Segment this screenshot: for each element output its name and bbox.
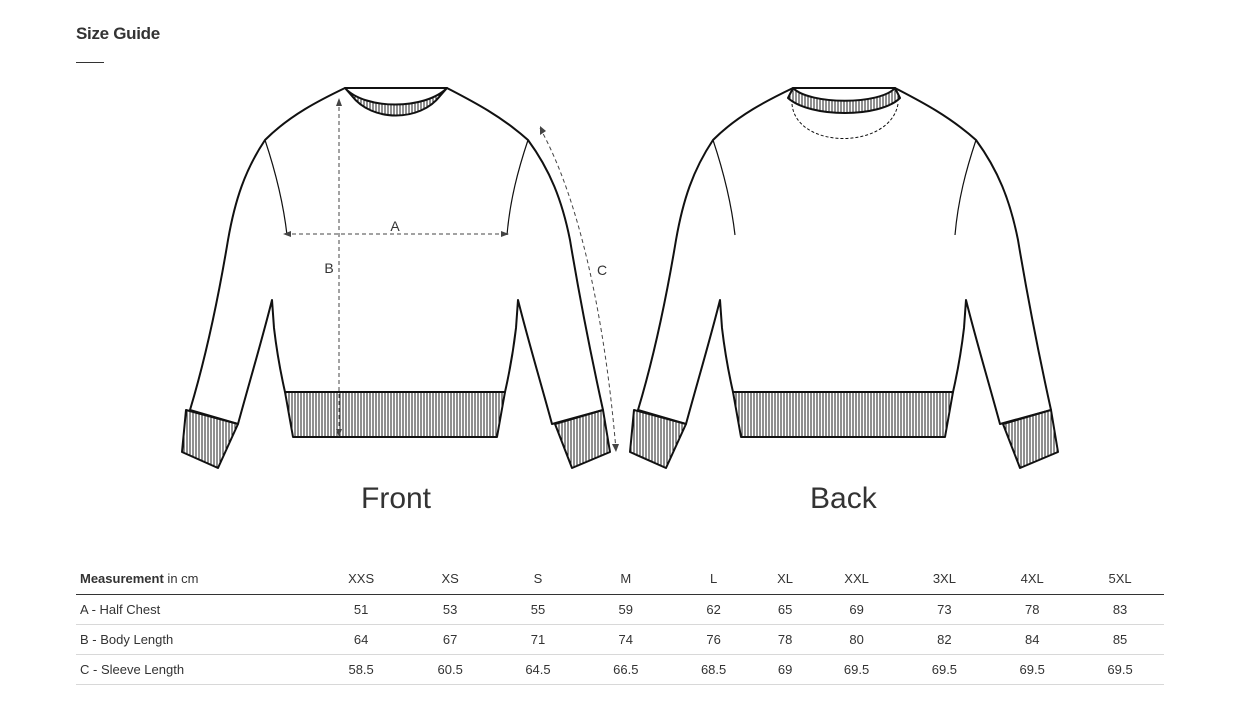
table-cell: 73 (900, 594, 989, 625)
measurement-header-label: Measurement (80, 571, 164, 587)
measurement-header: Measurement in cm (76, 564, 316, 595)
table-cell: 85 (1076, 624, 1164, 655)
page-title: Size Guide (76, 24, 160, 43)
table-cell: 83 (1076, 594, 1164, 625)
sweatshirt-back (629, 87, 1059, 469)
measurement-header-unit: in cm (163, 571, 199, 587)
dimension-arrows (283, 98, 619, 452)
table-cell: 71 (494, 624, 582, 655)
size-header: 3XL (900, 564, 989, 595)
table-cell: 51 (316, 594, 407, 625)
table-cell: 69.5 (988, 654, 1077, 685)
size-table: Measurement in cm XXS XS S M L XL XXL 3X… (76, 564, 1164, 685)
table-cell: 69.5 (900, 654, 989, 685)
size-header: XXL (812, 564, 901, 595)
table-cell: 60.5 (406, 654, 495, 685)
size-header: 5XL (1076, 564, 1164, 595)
size-header: 4XL (988, 564, 1077, 595)
table-cell: 76 (669, 624, 758, 655)
table-cell: 68.5 (669, 654, 758, 685)
table-cell: 66.5 (581, 654, 670, 685)
row-label: B - Body Length (76, 624, 316, 655)
table-cell: 69 (757, 654, 813, 685)
table-cell: 53 (406, 594, 495, 625)
size-header: XXS (316, 564, 407, 595)
table-header-row: Measurement in cm XXS XS S M L XL XXL 3X… (76, 564, 1164, 595)
row-label: C - Sleeve Length (76, 654, 316, 685)
table-cell: 69.5 (812, 654, 901, 685)
row-label: A - Half Chest (76, 594, 316, 625)
table-row: B - Body Length 64 67 71 74 76 78 80 82 … (76, 624, 1164, 655)
dimension-label-b: B (324, 260, 333, 276)
size-header: L (669, 564, 758, 595)
size-header: XL (757, 564, 813, 595)
table-cell: 78 (757, 624, 813, 655)
dimension-label-a: A (390, 218, 400, 234)
table-row: C - Sleeve Length 58.5 60.5 64.5 66.5 68… (76, 654, 1164, 685)
size-header: XS (406, 564, 495, 595)
table-cell: 80 (812, 624, 901, 655)
table-cell: 82 (900, 624, 989, 655)
table-cell: 84 (988, 624, 1077, 655)
table-cell: 67 (406, 624, 495, 655)
table-cell: 64.5 (494, 654, 582, 685)
dimension-label-c: C (597, 262, 607, 278)
sweatshirt-front (181, 87, 611, 469)
table-cell: 64 (316, 624, 407, 655)
table-cell: 65 (757, 594, 813, 625)
table-cell: 74 (581, 624, 670, 655)
back-view-label: Back (810, 482, 877, 515)
table-row: A - Half Chest 51 53 55 59 62 65 69 73 7… (76, 594, 1164, 625)
table-cell: 58.5 (316, 654, 407, 685)
table-cell: 55 (494, 594, 582, 625)
dimension-lines (285, 100, 617, 451)
size-header: M (581, 564, 670, 595)
table-cell: 78 (988, 594, 1077, 625)
table-cell: 59 (581, 594, 670, 625)
front-view-label: Front (361, 482, 432, 515)
table-cell: 62 (669, 594, 758, 625)
sweatshirt-illustration: A B C (181, 87, 1059, 469)
table-cell: 69 (812, 594, 901, 625)
size-header: S (494, 564, 582, 595)
table-cell: 69.5 (1076, 654, 1164, 685)
title-underline (76, 62, 104, 63)
